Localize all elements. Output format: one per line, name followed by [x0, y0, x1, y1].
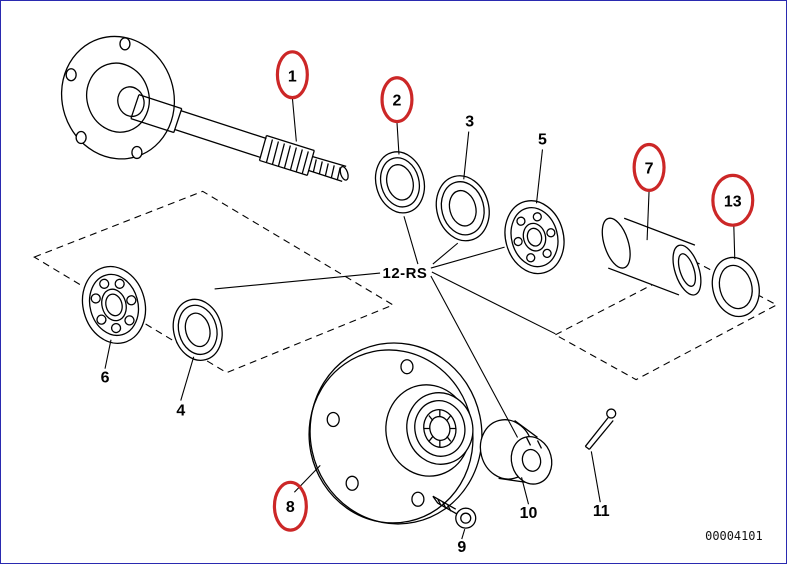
cotter-pin-drawing	[584, 408, 617, 450]
ring-3-drawing	[435, 175, 490, 242]
castle-nut-drawing	[479, 419, 553, 485]
ball-bearing-5-drawing	[504, 200, 565, 275]
highlight-oval-part-8	[272, 480, 308, 532]
seal-ring-2-drawing	[374, 151, 426, 214]
part-label-8: 8	[286, 499, 295, 516]
highlight-oval-part-1	[275, 50, 309, 100]
ring-13-drawing	[711, 256, 760, 318]
part-label-6: 6	[101, 370, 110, 387]
axle-shaft-drawing	[60, 35, 349, 182]
drawing-number: 00004101	[705, 529, 763, 543]
part-label-2: 2	[393, 93, 402, 110]
part-label-5: 5	[538, 131, 547, 148]
part-label-1: 1	[288, 69, 297, 86]
seal-ring-4-drawing	[172, 298, 223, 361]
part-label-9: 9	[457, 539, 466, 556]
part-label-10: 10	[520, 505, 538, 522]
highlight-oval-part-2	[380, 76, 414, 124]
ball-bearing-6-drawing	[81, 265, 147, 344]
highlight-oval-part-7	[632, 142, 666, 192]
part-label-13: 13	[724, 193, 742, 210]
part-label-4: 4	[176, 403, 185, 420]
dashed-plane-left	[33, 190, 395, 374]
spacer-tube-7-drawing	[601, 217, 702, 296]
wheel-hub-drawing	[308, 342, 483, 525]
repair-set-fan-lines	[214, 216, 556, 438]
part-label-12-rs: 12-RS	[383, 265, 428, 282]
part-label-7: 7	[645, 160, 654, 177]
part-label-3: 3	[465, 114, 474, 131]
leader-lines	[104, 97, 736, 540]
part-label-11: 11	[593, 503, 610, 520]
bolt-drawing	[432, 495, 477, 529]
highlight-oval-part-13	[711, 173, 755, 227]
